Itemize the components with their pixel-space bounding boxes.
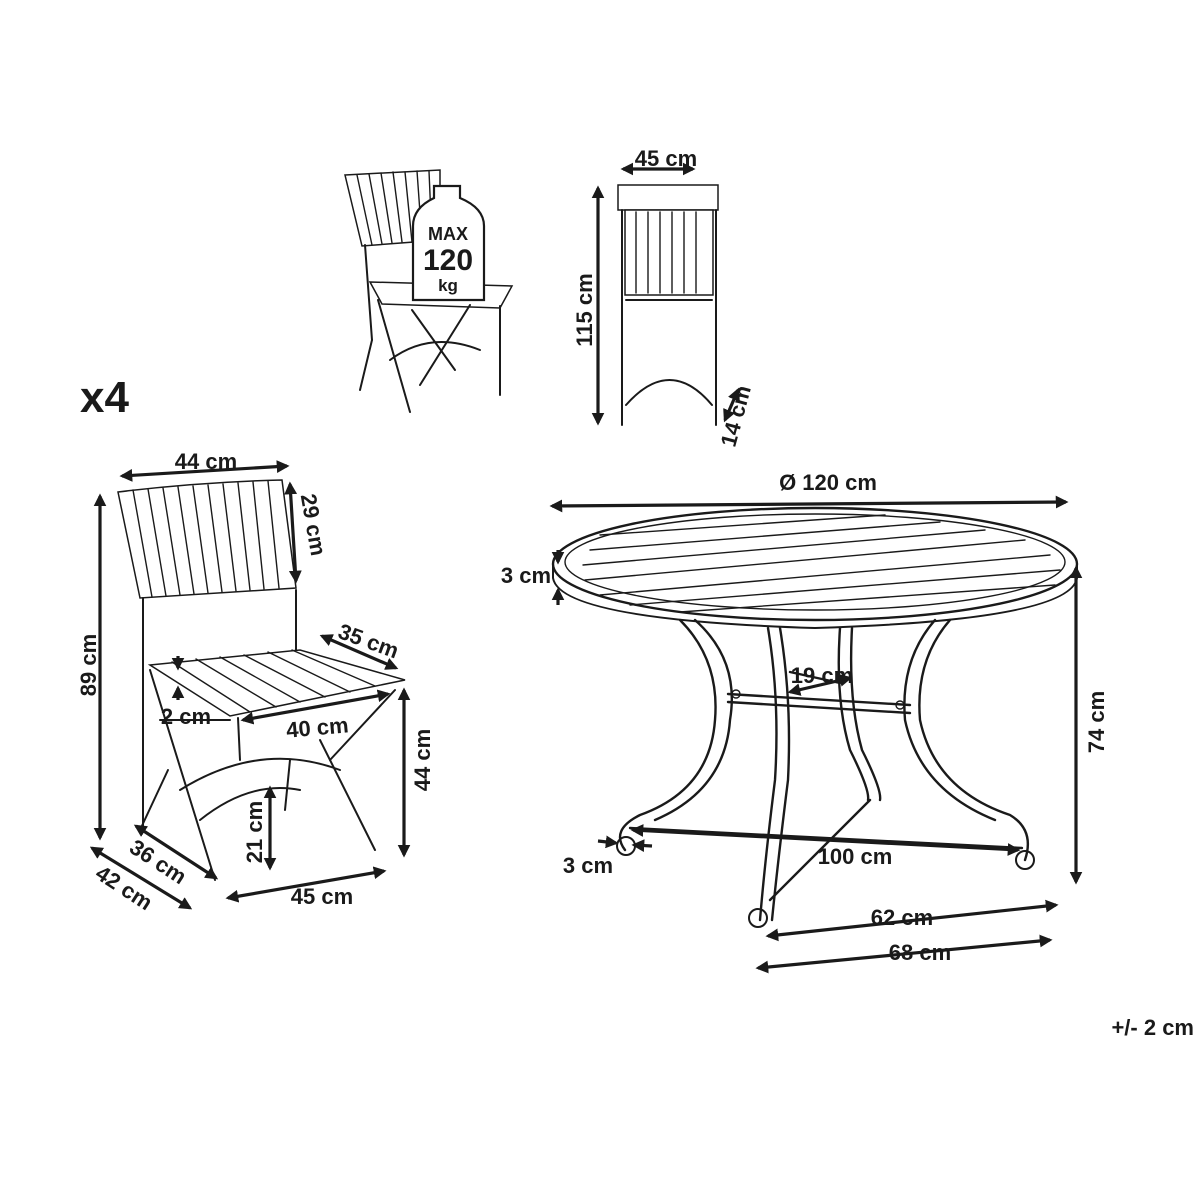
table-height-label: 74 cm xyxy=(1084,691,1109,753)
base-inner-label: 62 cm xyxy=(871,905,933,930)
load-value: 120 xyxy=(423,244,473,277)
backrest-height-label: 29 cm xyxy=(296,492,331,558)
table-diameter-label: Ø 120 cm xyxy=(779,470,877,495)
chair-base-width-label: 45 cm xyxy=(291,884,353,909)
tolerance-label: +/- 2 cm xyxy=(1111,1015,1194,1040)
table-illustration: Ø 120 cm 3 cm 74 cm 19 cm 3 cm 100 cm 62… xyxy=(501,470,1109,974)
chair-width-label: 44 cm xyxy=(175,449,237,474)
chair-height-label: 89 cm xyxy=(76,634,101,696)
folded-height-label: 115 cm xyxy=(572,273,597,346)
seat-width-label: 40 cm xyxy=(285,712,349,742)
quantity-label: x4 xyxy=(80,373,129,422)
chair-illustration: 44 cm 29 cm 35 cm 89 cm 2 cm 40 cm 44 cm… xyxy=(76,449,435,915)
folded-chair-illustration: 45 cm 115 cm 14 cm xyxy=(572,146,756,449)
base-outer-label: 68 cm xyxy=(889,940,951,965)
base-span-label: 100 cm xyxy=(818,844,893,869)
clearance-label: 21 cm xyxy=(242,801,267,863)
folded-width-label: 45 cm xyxy=(635,146,697,171)
chair-load-illustration: MAX 120 kg xyxy=(344,169,514,413)
top-thickness-label: 3 cm xyxy=(501,563,551,588)
folded-depth-label: 14 cm xyxy=(716,383,756,450)
weight-badge-icon xyxy=(411,184,486,302)
foot-label: 3 cm xyxy=(563,853,613,878)
seat-height-label: 44 cm xyxy=(410,729,435,791)
load-unit: kg xyxy=(438,276,458,295)
load-max: MAX xyxy=(428,224,468,244)
stretcher-label: 19 cm xyxy=(791,663,853,688)
seat-thickness-label: 2 cm xyxy=(161,704,211,729)
